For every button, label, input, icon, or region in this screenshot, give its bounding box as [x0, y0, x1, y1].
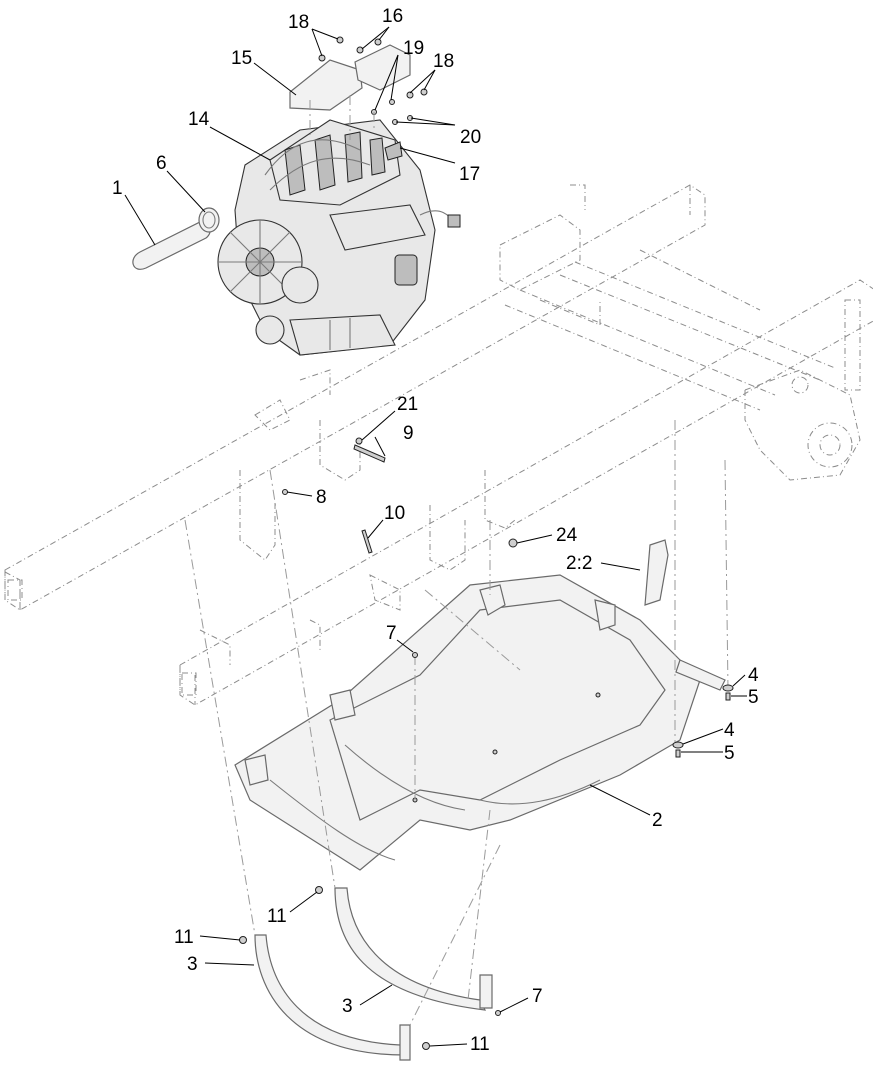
callout-1: 1: [112, 178, 123, 199]
callout-8: 8: [316, 487, 327, 508]
callout-10: 10: [384, 503, 405, 524]
callout-9: 9: [403, 423, 414, 444]
small-shield-2-2: [644, 539, 669, 606]
callout-2-2: 2:2: [566, 553, 592, 574]
callout-11: 11: [470, 1034, 490, 1055]
callout-11: 11: [174, 927, 194, 948]
callout-18: 18: [288, 12, 309, 33]
alignment-lines: [184, 420, 729, 1026]
callout-3: 3: [342, 996, 353, 1017]
callout-19: 19: [403, 38, 424, 59]
strap-3-rear: [334, 887, 493, 1011]
strap-3-front: [254, 934, 411, 1061]
chassis-frame: [4, 184, 873, 706]
callout-24: 24: [556, 525, 578, 546]
callout-17: 17: [459, 164, 480, 185]
hardware: [239, 437, 734, 1050]
callout-18: 18: [433, 51, 454, 72]
callout-7: 7: [532, 986, 543, 1007]
callout-21: 21: [397, 394, 418, 415]
callouts: 18 16 15 19 18 20 14 17 6 1 21 9 8 10 24…: [112, 6, 759, 1055]
callout-20: 20: [460, 127, 481, 148]
callout-7: 7: [386, 623, 397, 644]
callout-4: 4: [724, 720, 735, 741]
callout-2: 2: [652, 810, 663, 831]
callout-5: 5: [724, 743, 735, 764]
callout-15: 15: [231, 48, 252, 69]
callout-6: 6: [156, 153, 167, 174]
exhaust-tailpipe: [132, 207, 220, 270]
callout-11: 11: [267, 906, 287, 927]
leader-lines: [124, 26, 747, 1047]
engine-assembly: [217, 119, 461, 356]
callout-4: 4: [748, 665, 759, 686]
engine-mount-bracket: [289, 36, 428, 140]
callout-16: 16: [382, 6, 403, 27]
lower-shield-2: [234, 574, 726, 871]
callout-5: 5: [748, 687, 759, 708]
callout-3: 3: [187, 954, 198, 975]
callout-14: 14: [188, 109, 210, 130]
